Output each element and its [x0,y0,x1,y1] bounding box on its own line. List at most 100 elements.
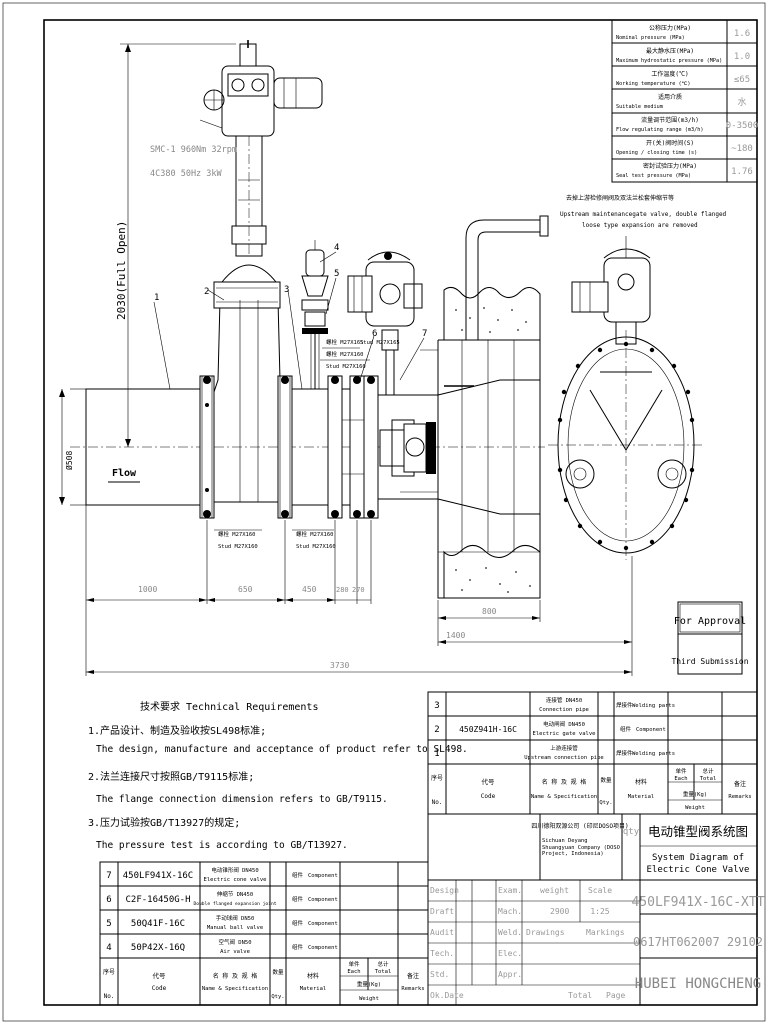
drawing-title-cn: 电动锥型阀系统图 [648,824,748,839]
bom-upper-row-1-note-cn: 焊接件 [616,701,633,709]
company-en-box: Sichuan Deyang Shuangyuan Company (DOSO … [542,838,620,857]
end-view-bolt-circle [557,341,695,551]
bom-lower-row-5-no: 5 [106,919,111,929]
spec-row-7-value: 1.76 [731,167,753,177]
bom-upper-header-unit-en: Each [674,776,687,782]
dim-650: 650 [238,585,253,594]
spec-row-1-value: 1.6 [734,29,750,39]
drawing-title-en-1: System Diagram of [652,853,744,863]
drawing-number: 450LF941X-16C-XTT [631,895,764,910]
gate-actuator-motor [273,77,323,109]
bom-upper-row-3-name-en: Upstream connection pipe [524,755,603,761]
bom-upper-row-3-name-cn: 上游连接管 [550,744,578,752]
bom-lower-header-material-en: Material [300,986,327,992]
spec-row-6-value: ~180 [731,144,753,154]
bom-upper-row-2-name-en: Electric gate valve [533,731,596,737]
flow-label: Flow [112,468,137,479]
gate-valve [199,40,323,503]
label-tech: Tech. [430,949,454,958]
label-elec: Elec. [498,949,522,958]
stud-note-2-en: Stud M27X160 [296,544,336,550]
dim-450: 450 [302,585,317,594]
requirements-title: 技术要求 Technical Requirements [140,700,318,713]
air-valve-assembly [301,240,329,389]
spec-row-4-cn: 适用介质 [658,93,682,101]
bom-lower-row-5-note-cn: 组件 [292,919,304,927]
spec-row-3-cn: 工作温度(℃) [651,70,688,78]
spec-row-2-en: Maximum hydrostatic pressure (MPa) [616,58,722,64]
part-label-2: 2 [204,287,209,297]
bom-upper-header-unit-cn: 单件 [675,767,687,775]
bom-upper-header-seq-en: No. [432,799,443,806]
spec-row-5-value: 0-3500 [726,121,759,131]
bom-upper-row-1-name-cn: 连接管 DN450 [546,696,582,704]
bom-lower-header-unit-cn: 单件 [348,960,360,968]
flange-1 [199,375,215,519]
bom-lower-row-5-code: 50Q41F-16C [131,919,185,929]
bom-upper-row-2-note-cn: 组件 [620,725,632,733]
bom-lower-row-5-note-en: Component [308,921,338,927]
bom-upper-header-name-cn: 名 称 及 规 格 [542,778,586,786]
company-cn: 四川德阳双源公司 (印尼DOSO项目) [531,822,628,830]
remove-note-cn: 去掉上游检修闸阀及双法兰松套伸缩节等 [566,194,674,202]
spec-row-3-value: ≤65 [734,75,750,85]
bom-upper-row-1-no: 3 [434,701,439,711]
actuator-note-1: SMC-1 960Nm 32rpm [150,145,237,155]
height-dimension-label: 2030(Full Open) [115,221,128,320]
bom-upper-header-total-cn: 总计 [702,767,714,775]
label-exam: Exam. [498,886,522,895]
spec-row-7-cn: 密封试验压力(MPa) [643,162,697,170]
bom-lower-header-qty-en: Qty. [271,994,284,1000]
actuator-note-2: 4C380 50Hz 3kW [150,169,223,179]
part-label-7: 7 [422,329,427,339]
concrete-hatch [455,307,531,593]
serial-number: 0617HT062007 29102 [633,935,763,949]
label-mach: Mach. [498,907,522,916]
bom-lower-row-6-no: 6 [106,895,111,905]
spec-row-3-en: Working temperature (℃) [616,81,691,87]
bom-lower-row-7-no: 7 [106,871,111,881]
bom-lower-header-name-en: Name & Specification [202,986,268,992]
bom-lower-row-4-code: 50P42X-16Q [131,943,185,953]
approval-stamp: For Approval Third Submission [671,601,749,675]
bom-upper-row-1-name-en: Connection pipe [539,707,589,713]
bom-upper-header-qty-cn: 数量 [600,776,612,784]
spec-row-6-cn: 开(关)阀时间(S) [646,139,694,147]
bom-lower-header-code-cn: 代号 [153,971,167,980]
weight-label: weight [540,886,569,895]
bom-lower-row-5-name-en: Manual ball valve [207,925,263,931]
bom-upper-row-2-name-cn: 电动闸阀 DN450 [543,720,585,728]
bom-lower-header-remark-en: Remarks [401,986,424,992]
qty-label: qty [623,827,640,837]
expansion-joint [341,375,376,519]
technical-requirements: 技术要求 Technical Requirements 1.产品设计、制造及验收… [88,700,468,851]
part-label-6: 6 [372,329,377,339]
bom-lower-header-unit-en: Each [347,969,360,975]
bom-lower-header-remark-cn: 备注 [407,972,419,980]
spec-row-2-value: 1.0 [734,52,750,62]
bom-lower-row-6-name-cn: 伸缩节 DN450 [217,890,253,898]
bom-upper-header-remark-en: Remarks [728,794,751,800]
label-design: Design [430,886,459,895]
stud-note-2-cn: 螺栓 M27X160 [296,530,334,538]
label-std: Std. [430,970,449,979]
bom-lower-table: 7 450LF941X-16C 电动锥形阀 DN450 Electric con… [99,861,429,1006]
spec-row-5-cn: 流量调节范围(m3/h) [641,116,699,124]
company-en: Sichuan Deyang Shuangyuan Company (DOSO … [542,838,620,857]
bom-lower-row-4-name-cn: 空气阀 DN50 [218,938,251,946]
requirement-3-cn: 3.压力试验按GB/T13927的规定; [88,816,240,829]
requirement-3-en: The pressure test is according to GB/T13… [96,840,348,851]
bom-upper-row-3-note-en: Welding parts [632,751,675,757]
horizontal-dimensions [85,505,633,676]
part-leaders [153,251,425,390]
bom-lower-header-total-en: Total [375,969,392,975]
markings-label: Markings [586,928,625,937]
bom-lower-row-7-name-cn: 电动锥形阀 DN450 [211,866,258,874]
label-appr: Appr. [498,970,522,979]
bom-lower-row-6-note-cn: 组件 [292,895,304,903]
label-audit: Audit [430,928,454,937]
scale-label: Scale [588,886,612,895]
spec-row-1-en: Nominal pressure (MPa) [616,35,685,41]
bom-upper-row-1-note-en: Welding parts [632,703,675,709]
